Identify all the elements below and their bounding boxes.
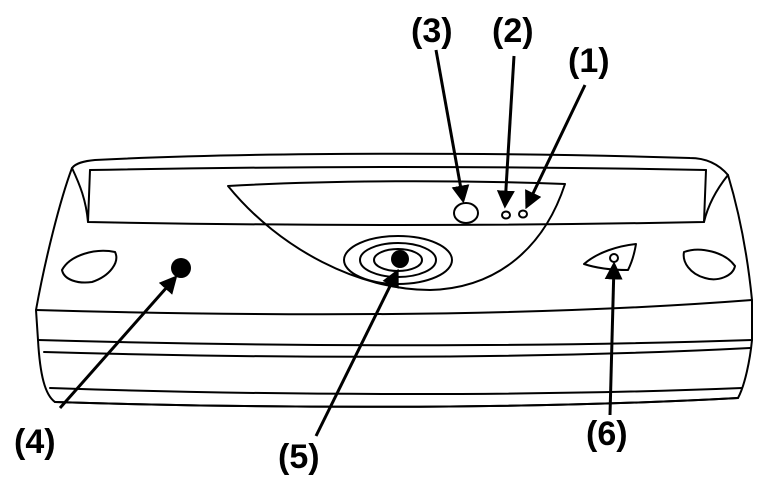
arrow-1 — [525, 84, 587, 210]
led-2 — [501, 210, 511, 220]
control-panel — [227, 180, 566, 291]
arrow-3 — [434, 49, 470, 204]
led-1 — [518, 209, 528, 219]
body-line-4 — [49, 387, 743, 396]
callout-1: (1) — [568, 42, 610, 80]
vacuum-hole — [171, 258, 191, 278]
right-grip — [682, 248, 736, 281]
cancel-button — [453, 202, 479, 224]
callout-3: (3) — [411, 12, 453, 50]
device-body-outline — [35, 152, 753, 408]
body-line-5 — [54, 397, 739, 408]
seal-button-center — [391, 250, 409, 268]
callout-4: (4) — [14, 423, 56, 461]
callout-2: (2) — [492, 12, 534, 50]
lid-top-line — [89, 166, 707, 171]
body-line-2 — [37, 339, 753, 347]
arrow-6 — [604, 261, 623, 416]
lid-front-edge — [87, 169, 707, 226]
arrow-2 — [496, 55, 516, 209]
arrow-5 — [314, 268, 399, 437]
left-side-curve — [71, 167, 89, 223]
release-lever-window — [583, 243, 637, 271]
body-line-1 — [35, 299, 753, 316]
body-line-3 — [43, 347, 751, 358]
callout-5: (5) — [278, 438, 320, 476]
right-side-curve — [703, 174, 729, 223]
callout-6: (6) — [586, 415, 628, 453]
left-grip — [61, 250, 118, 284]
arrow-4 — [58, 275, 178, 409]
release-lever-knob — [609, 253, 619, 263]
